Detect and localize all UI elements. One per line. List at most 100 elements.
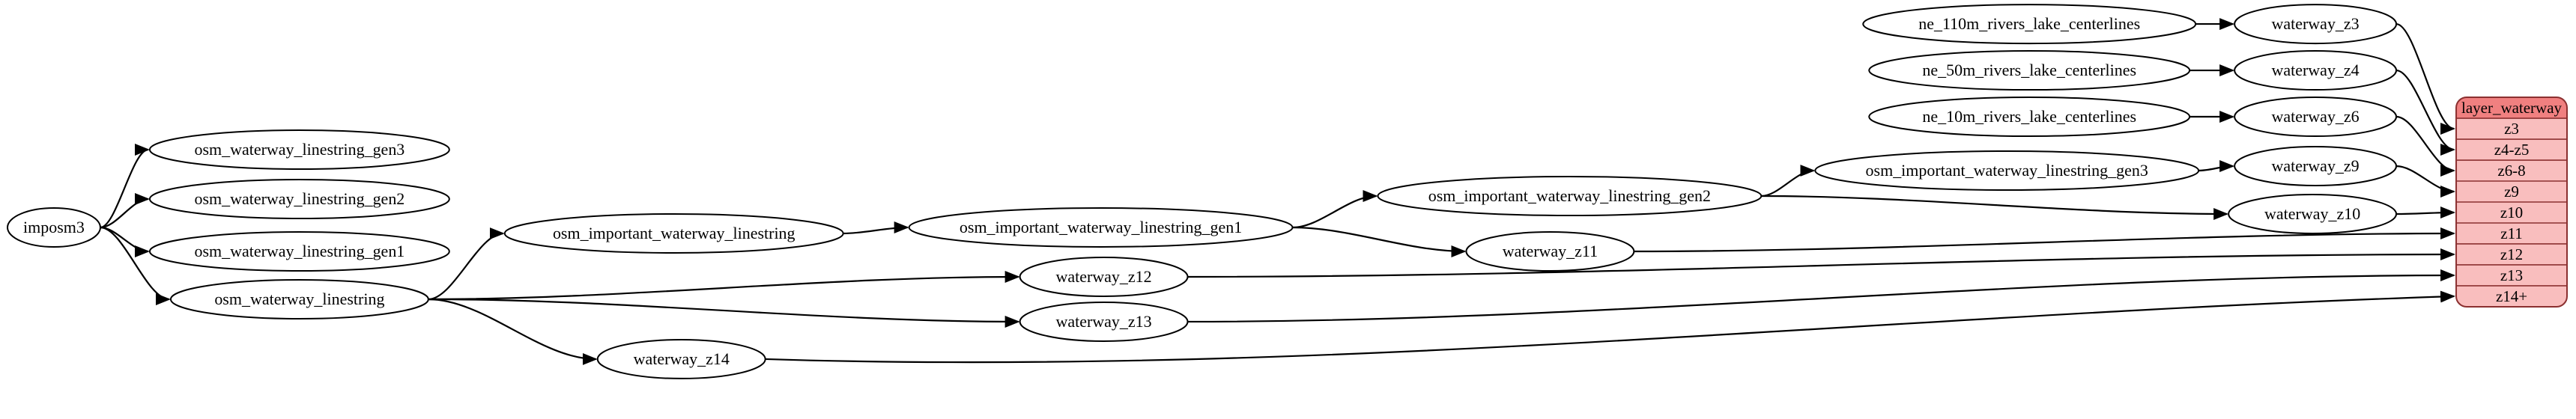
table-header-cell	[2456, 97, 2568, 119]
node-label-osm_waterway_linestring_gen3: osm_waterway_linestring_gen3	[194, 140, 404, 159]
edge-osm_important_waterway_linestring_gen1-to-osm_important_waterway_linestring_gen2	[1292, 190, 1378, 229]
node-waterway_z12: waterway_z12	[1019, 256, 1189, 297]
table-row-z4-z5: z4-z5	[2494, 141, 2530, 159]
node-label-imposm3: imposm3	[23, 218, 85, 236]
node-imposm3: imposm3	[6, 207, 101, 248]
node-shape-waterway_z13	[1019, 301, 1189, 342]
table-row-z11: z11	[2500, 224, 2523, 242]
edge-waterway_z9-to-layer_waterway-z9	[2396, 165, 2456, 198]
node-shape-osm_important_waterway_linestring_gen2	[1377, 176, 1763, 216]
edge-waterway_z11-to-layer_waterway-z11	[1634, 227, 2456, 253]
node-shape-ne_110m_rivers_lake_centerlines	[1862, 4, 2197, 45]
node-shape-ne_10m_rivers_lake_centerlines	[1868, 97, 2191, 138]
node-label-waterway_z6: waterway_z6	[2271, 107, 2359, 126]
node-label-ne_50m_rivers_lake_centerlines: ne_50m_rivers_lake_centerlines	[1922, 61, 2136, 79]
node-shape-osm_waterway_linestring_gen3	[148, 129, 450, 171]
node-label-waterway_z3: waterway_z3	[2271, 14, 2359, 33]
node-label-ne_10m_rivers_lake_centerlines: ne_10m_rivers_lake_centerlines	[1922, 107, 2136, 126]
table-layer_waterway: layer_waterway z3 z4-z5 z6-8 z9 z10 z11 z12 z13 z…	[2455, 97, 2569, 308]
node-shape-osm_important_waterway_linestring_gen1	[908, 207, 1294, 248]
table-row-z6-8: z6-8	[2497, 162, 2525, 180]
node-waterway_z11: waterway_z11	[1465, 230, 1635, 272]
node-label-osm_important_waterway_linestring_gen3: osm_important_waterway_linestring_gen3	[1866, 161, 2148, 180]
edge-waterway_z6-to-layer_waterway-z6-8	[2395, 115, 2456, 177]
node-shape-imposm3	[6, 207, 101, 248]
node-label-waterway_z14: waterway_z14	[634, 349, 730, 368]
node-shape-waterway_z6	[2234, 97, 2398, 138]
edge-waterway_z10-to-layer_waterway-z10	[2396, 207, 2456, 218]
node-osm_important_waterway_linestring: osm_important_waterway_linestring	[503, 212, 844, 254]
node-shape-waterway_z12	[1019, 256, 1189, 297]
node-shape-osm_important_waterway_linestring	[503, 212, 844, 254]
edge-imposm3-to-osm_waterway_linestring_gen2	[100, 193, 150, 229]
node-osm_waterway_linestring_gen1: osm_waterway_linestring_gen1	[148, 230, 450, 272]
edge-osm_waterway_linestring-to-waterway_z12	[428, 270, 1020, 301]
edge-osm_important_waterway_linestring_gen3-to-waterway_z9	[2198, 160, 2235, 173]
node-label-osm_important_waterway_linestring_gen2: osm_important_waterway_linestring_gen2	[1428, 186, 1711, 205]
node-label-waterway_z13: waterway_z13	[1055, 312, 1151, 331]
edge-imposm3-to-osm_waterway_linestring_gen3	[100, 144, 150, 229]
table-row-z13: z13	[2500, 266, 2523, 284]
node-label-osm_waterway_linestring_gen2: osm_waterway_linestring_gen2	[194, 189, 404, 208]
node-osm_waterway_linestring_gen2: osm_waterway_linestring_gen2	[148, 179, 450, 219]
edge-osm_waterway_linestring-to-osm_important_waterway_linestring	[428, 227, 505, 301]
table-row-z3: z3	[2504, 120, 2519, 138]
node-ne_10m_rivers_lake_centerlines: ne_10m_rivers_lake_centerlines	[1868, 97, 2191, 138]
node-waterway_z14: waterway_z14	[596, 338, 766, 379]
node-shape-waterway_z11	[1465, 230, 1635, 272]
node-waterway_z13: waterway_z13	[1019, 301, 1189, 342]
edge-osm_important_waterway_linestring_gen2-to-waterway_z10	[1761, 195, 2229, 220]
node-waterway_z10: waterway_z10	[2228, 194, 2398, 234]
edge-osm_important_waterway_linestring_gen1-to-waterway_z11	[1292, 226, 1467, 257]
table-row-z9: z9	[2504, 183, 2519, 201]
node-osm_important_waterway_linestring_gen3: osm_important_waterway_linestring_gen3	[1814, 150, 2200, 192]
edges-layer	[100, 18, 2456, 365]
table-row-z14+: z14+	[2496, 287, 2527, 305]
node-shape-osm_waterway_linestring	[169, 278, 429, 319]
edge-imposm3-to-osm_waterway_linestring	[100, 226, 171, 305]
node-label-osm_waterway_linestring_gen1: osm_waterway_linestring_gen1	[194, 242, 404, 260]
node-label-waterway_z9: waterway_z9	[2271, 156, 2359, 175]
node-osm_waterway_linestring: osm_waterway_linestring	[169, 278, 429, 319]
node-waterway_z4: waterway_z4	[2234, 50, 2398, 91]
node-label-osm_waterway_linestring: osm_waterway_linestring	[214, 290, 384, 308]
node-label-waterway_z10: waterway_z10	[2264, 204, 2360, 223]
node-osm_waterway_linestring_gen3: osm_waterway_linestring_gen3	[148, 129, 450, 171]
node-waterway_z3: waterway_z3	[2234, 4, 2398, 45]
node-label-waterway_z11: waterway_z11	[1503, 242, 1598, 260]
table-outline	[2455, 97, 2569, 308]
node-ne_110m_rivers_lake_centerlines: ne_110m_rivers_lake_centerlines	[1862, 4, 2197, 45]
node-label-osm_important_waterway_linestring: osm_important_waterway_linestring	[553, 224, 795, 242]
node-shape-osm_waterway_linestring_gen1	[148, 230, 450, 272]
node-shape-ne_50m_rivers_lake_centerlines	[1868, 50, 2191, 91]
node-shape-osm_waterway_linestring_gen2	[148, 179, 450, 219]
edge-waterway_z14-to-layer_waterway-z14+	[765, 290, 2456, 364]
node-shape-osm_important_waterway_linestring_gen3	[1814, 150, 2200, 192]
node-waterway_z9: waterway_z9	[2234, 146, 2398, 187]
edge-osm_waterway_linestring-to-waterway_z13	[428, 298, 1020, 328]
node-waterway_z6: waterway_z6	[2234, 97, 2398, 138]
table-row-z12: z12	[2500, 245, 2523, 263]
node-label-waterway_z12: waterway_z12	[1055, 267, 1151, 286]
edge-osm_important_waterway_linestring-to-osm_important_waterway_linestring_gen1	[843, 221, 909, 235]
nodes-layer: imposm3 osm_waterway_linestring_gen3 osm_w…	[6, 4, 2398, 379]
table-title: layer_waterway	[2461, 99, 2562, 117]
table-row-z10: z10	[2500, 204, 2523, 221]
edge-waterway_z3-to-layer_waterway-z3	[2395, 22, 2456, 135]
node-osm_important_waterway_linestring_gen1: osm_important_waterway_linestring_gen1	[908, 207, 1294, 248]
node-label-ne_110m_rivers_lake_centerlines: ne_110m_rivers_lake_centerlines	[1918, 14, 2140, 33]
edge-waterway_z13-to-layer_waterway-z13	[1187, 269, 2456, 323]
node-shape-waterway_z3	[2234, 4, 2398, 45]
edge-osm_waterway_linestring-to-waterway_z14	[428, 298, 598, 365]
edge-waterway_z12-to-layer_waterway-z12	[1187, 248, 2456, 278]
edge-waterway_z4-to-layer_waterway-z4-z5	[2395, 69, 2456, 156]
node-shape-waterway_z14	[596, 338, 766, 379]
node-ne_50m_rivers_lake_centerlines: ne_50m_rivers_lake_centerlines	[1868, 50, 2191, 91]
node-shape-waterway_z10	[2228, 194, 2398, 234]
node-label-waterway_z4: waterway_z4	[2271, 61, 2359, 79]
node-osm_important_waterway_linestring_gen2: osm_important_waterway_linestring_gen2	[1377, 176, 1763, 216]
node-shape-waterway_z9	[2234, 146, 2398, 187]
node-label-osm_important_waterway_linestring_gen1: osm_important_waterway_linestring_gen1	[960, 218, 1242, 236]
